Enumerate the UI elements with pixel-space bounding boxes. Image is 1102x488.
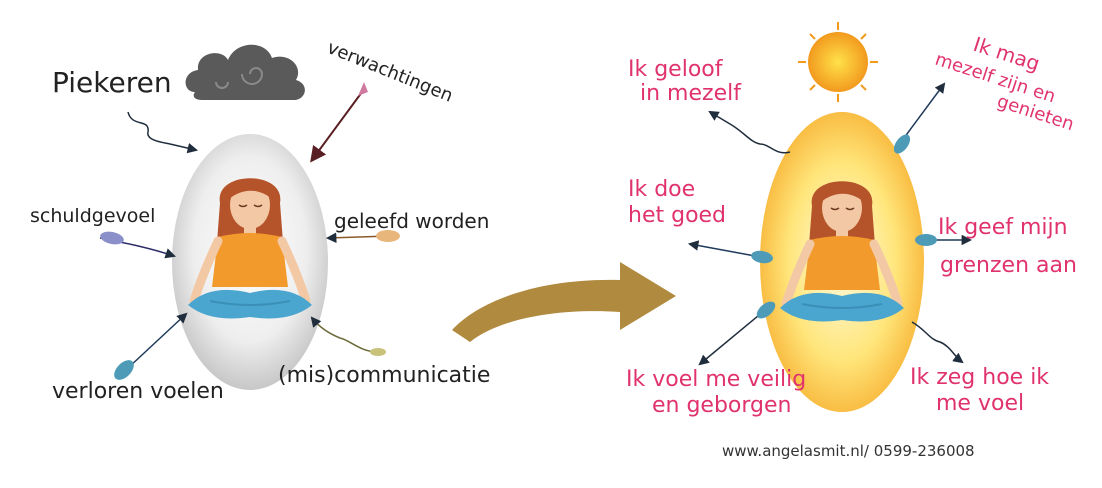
label-geloof-line1: Ik geloof <box>628 57 724 82</box>
feather-veilig <box>756 301 776 319</box>
label-geef-line1: Ik geef mijn <box>938 215 1068 240</box>
label-zeg-line2: me voel <box>936 391 1024 416</box>
arrow-verloren <box>127 312 188 369</box>
label-verloren-voelen: verloren voelen <box>52 379 224 404</box>
label-schuldgevoel: schuldgevoel <box>30 205 155 227</box>
left-panel: Piekeren verwachtingen schuldgevoel gele… <box>30 37 490 404</box>
label-miscommunicatie: (mis)communicatie <box>278 363 490 388</box>
label-geleefd-worden: geleefd worden <box>334 209 489 233</box>
feather-geef <box>915 234 937 246</box>
arrow-verwachtingen <box>310 91 363 163</box>
label-zeg-line1: Ik zeg hoe ik <box>910 365 1049 390</box>
feather-mag <box>893 134 911 154</box>
feather-miscommunicatie <box>370 348 386 356</box>
label-geloof-line2: in mezelf <box>640 81 742 106</box>
label-veilig-line1: Ik voel me veilig <box>626 367 806 392</box>
sun-icon <box>798 22 878 102</box>
feather-verwachtingen <box>358 82 368 96</box>
arrow-miscommunicatie <box>310 316 379 353</box>
right-panel: Ik geloof in mezelf Ik mag mezelf zijn e… <box>626 22 1077 418</box>
feather-schuldgevoel <box>100 231 124 245</box>
feather-geleefd <box>376 230 400 242</box>
footer-contact: www.angelasmit.nl/ 0599-236008 <box>722 442 975 460</box>
arrow-zeg <box>911 321 964 364</box>
label-doe-line2: het goed <box>628 203 726 228</box>
arrow-geloof <box>708 110 791 154</box>
big-transition-arrow <box>452 262 676 342</box>
cloud-icon <box>185 44 305 100</box>
feather-doe <box>751 250 773 264</box>
label-doe-line1: Ik doe <box>628 177 695 202</box>
arrow-piekeren <box>127 111 199 154</box>
label-veilig-line2: en geborgen <box>652 393 792 418</box>
label-verwachtingen: verwachtingen <box>324 37 456 107</box>
feather-verloren <box>114 360 134 380</box>
label-piekeren: Piekeren <box>52 66 172 99</box>
label-geef-line2: grenzen aan <box>940 253 1077 278</box>
